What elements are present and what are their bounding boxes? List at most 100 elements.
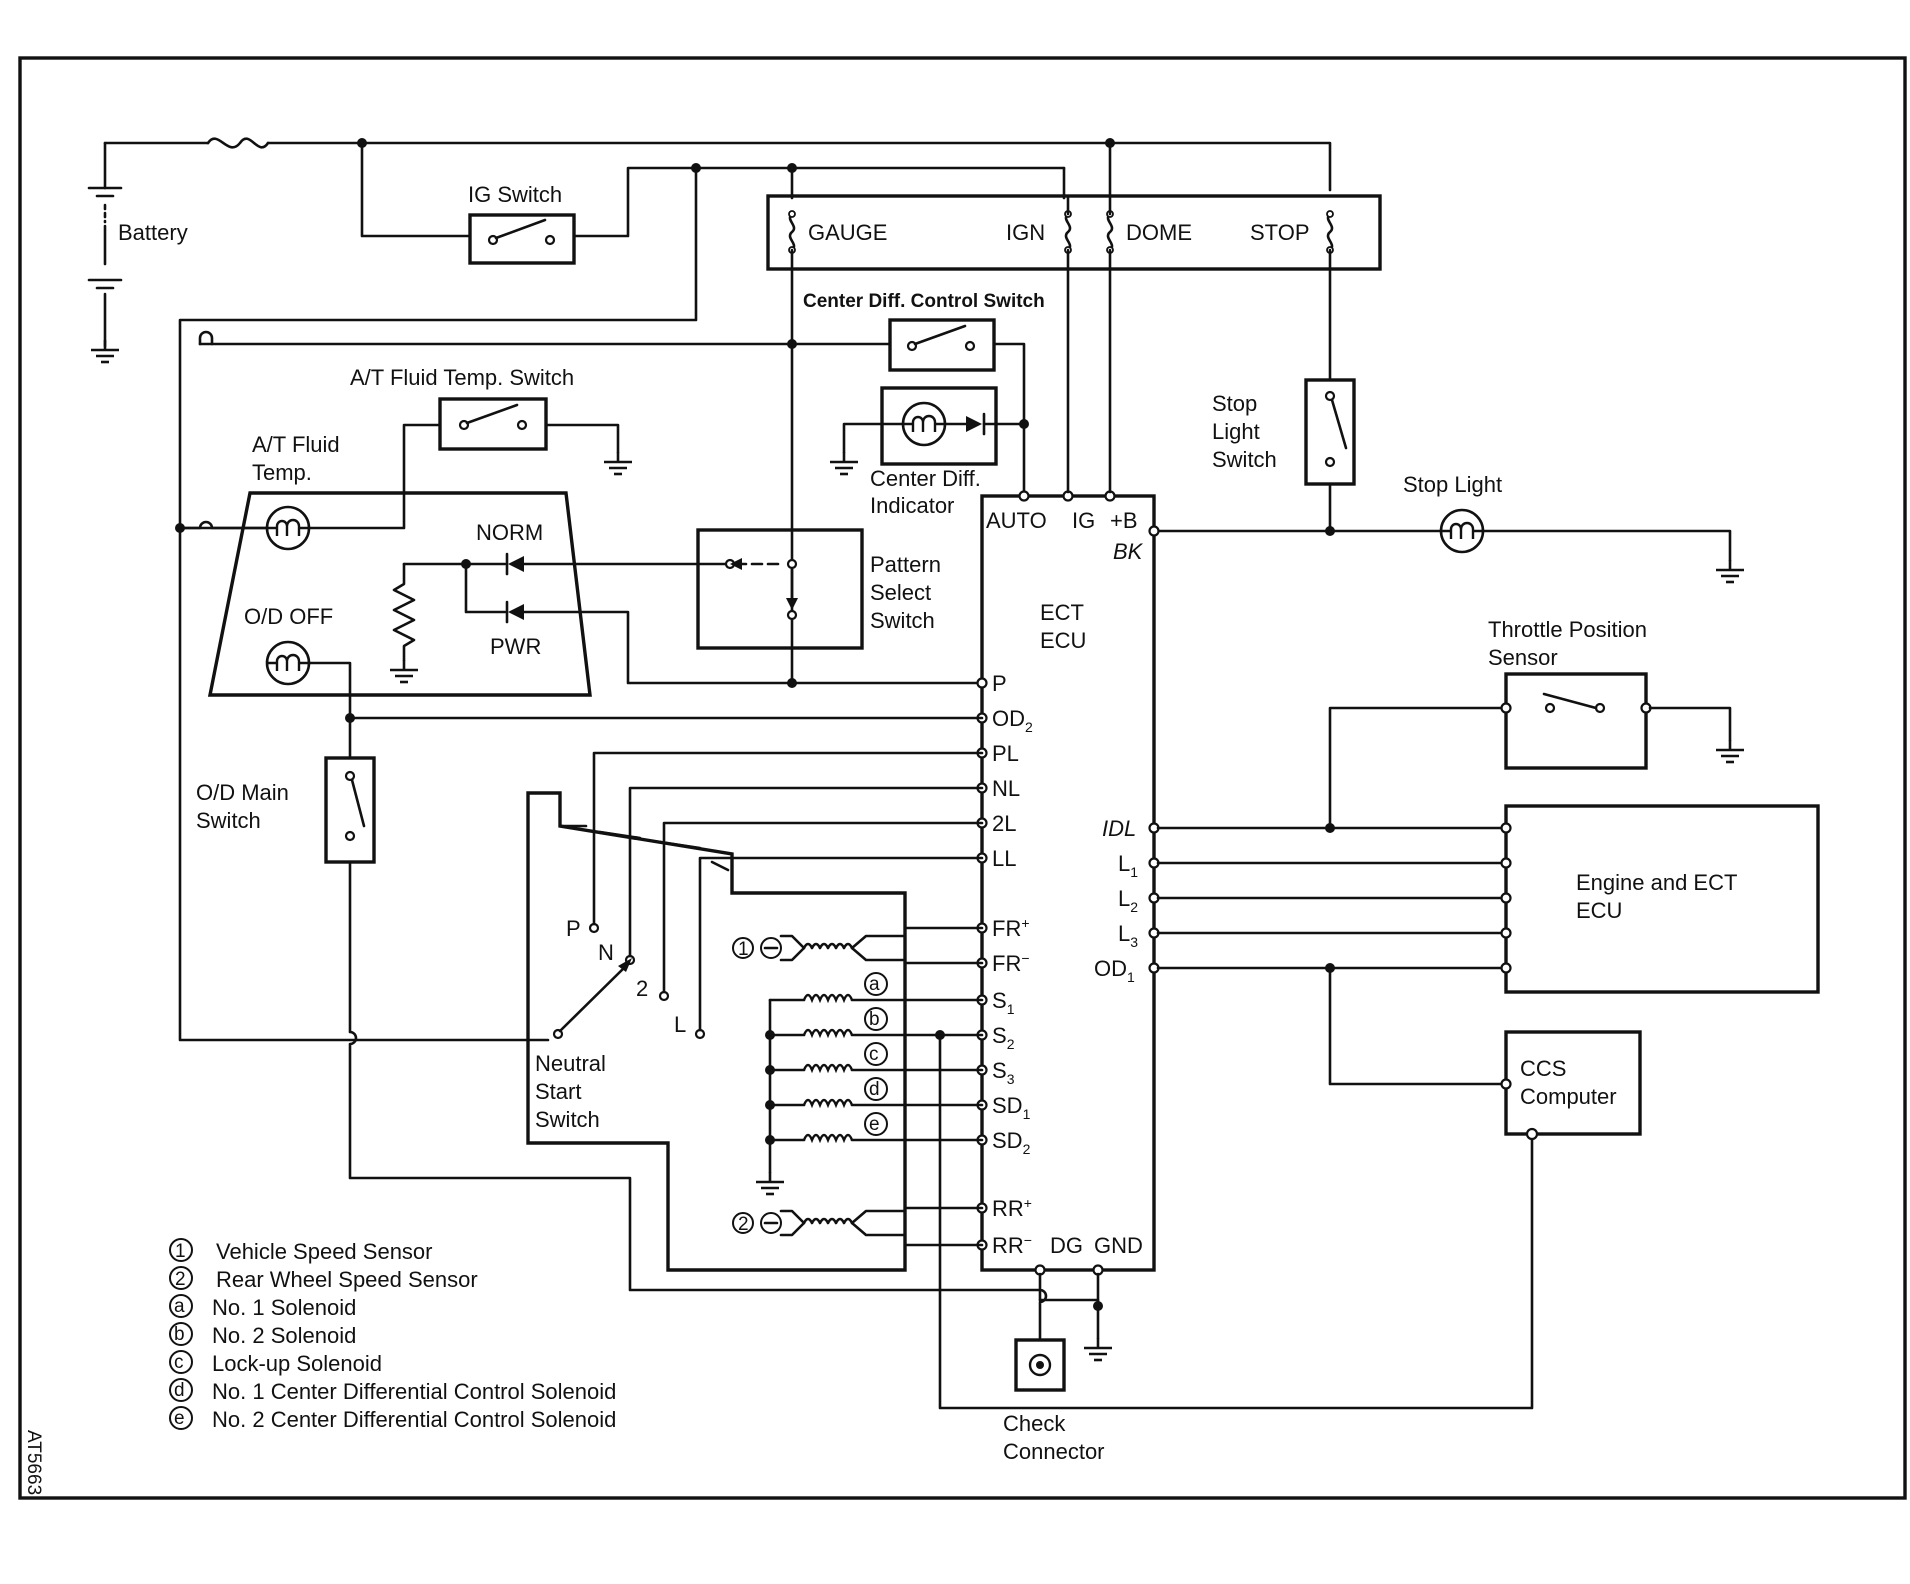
fuse-box <box>766 194 1382 271</box>
fuse-stop-icon <box>1325 209 1335 255</box>
ecu-terminal-s2: S2 <box>992 1023 1015 1052</box>
ecu-terminal-b: +B <box>1110 508 1138 533</box>
pwr-diode-icon <box>508 604 524 620</box>
at-fluid-temp-switch <box>438 397 548 451</box>
combination-meter <box>207 491 592 697</box>
fuse-dome-label: DOME <box>1126 220 1192 245</box>
svg-text:1: 1 <box>175 1241 186 1262</box>
svg-text:2: 2 <box>175 1269 186 1290</box>
rear-wheel-speed-sensor: 2 <box>732 1206 984 1247</box>
legend-item-1: Vehicle Speed Sensor <box>216 1239 433 1264</box>
ecu-terminal-od2: OD2 <box>992 706 1033 735</box>
battery-label: Battery <box>118 220 188 245</box>
ecu-terminal-l2: L2 <box>1118 886 1138 915</box>
solenoid-e: e <box>768 1112 984 1142</box>
ecu-terminal-l1: L1 <box>1118 851 1138 880</box>
fuse-gauge-label: GAUGE <box>808 220 887 245</box>
main-fuse <box>206 137 270 149</box>
svg-text:a: a <box>869 974 880 995</box>
shift-position-p: P <box>566 916 581 941</box>
check-connector <box>1014 1338 1066 1392</box>
at-fluid-temp-lamp-icon <box>265 505 311 551</box>
legend-item-c: Lock-up Solenoid <box>212 1351 382 1376</box>
legend-item-2: Rear Wheel Speed Sensor <box>216 1267 478 1292</box>
ecu-terminal-sd1: SD1 <box>992 1093 1031 1122</box>
svg-text:1: 1 <box>738 939 749 960</box>
svg-text:c: c <box>869 1044 879 1065</box>
neutral-start-switch-box <box>526 791 907 1272</box>
ecu-terminal-auto: AUTO <box>986 508 1047 533</box>
center-diff-control-switch-label: Center Diff. Control Switch <box>803 291 1045 312</box>
legend-item-d: No. 1 Center Differential Control Soleno… <box>212 1379 616 1404</box>
stop-light-label: Stop Light <box>1403 472 1502 497</box>
ig-switch-label: IG Switch <box>468 182 562 207</box>
center-diff-indicator-lamp-icon <box>901 401 947 447</box>
od-off-label: O/D OFF <box>244 604 333 629</box>
center-diff-indicator-line1: Center Diff. <box>870 466 981 491</box>
figure-code: AT5663 <box>23 1430 44 1495</box>
solenoid-c: c <box>768 1042 984 1072</box>
svg-text:d: d <box>869 1079 880 1100</box>
ecu-terminal-fr-plus: FR+ <box>992 915 1030 941</box>
solenoid-b: b <box>768 1007 984 1037</box>
legend: 1 Vehicle Speed Sensor 2 Rear Wheel Spee… <box>169 1238 616 1432</box>
ecu-terminal-pl: PL <box>992 741 1019 766</box>
od-off-lamp-icon <box>265 640 311 686</box>
legend-item-a: No. 1 Solenoid <box>212 1295 356 1320</box>
pattern-select-switch <box>696 528 864 650</box>
legend-item-e: No. 2 Center Differential Control Soleno… <box>212 1407 616 1432</box>
engine-ect-ecu-box <box>1504 804 1820 994</box>
ecu-terminal-fr-minus: FR− <box>992 950 1030 976</box>
svg-text:e: e <box>174 1408 185 1429</box>
ecu-terminal-od1: OD1 <box>1094 956 1135 985</box>
ecu-terminal-bk: BK <box>1113 539 1144 564</box>
fuse-dome-icon <box>1105 209 1115 255</box>
svg-text:c: c <box>174 1352 184 1373</box>
ecu-terminal-nl: NL <box>992 776 1020 801</box>
ecu-terminal-l3: L3 <box>1118 921 1138 950</box>
ecu-terminal-dg: DG <box>1050 1233 1083 1258</box>
shift-position-n: N <box>598 940 614 965</box>
center-diff-indicator-box <box>880 386 998 466</box>
shift-position-2: 2 <box>636 976 648 1001</box>
ecu-terminal-sd2: SD2 <box>992 1128 1031 1157</box>
center-diff-indicator-label: Center Diff. Indicator <box>870 466 987 518</box>
svg-text:b: b <box>869 1009 880 1030</box>
ecu-terminal-ll: LL <box>992 846 1016 871</box>
throttle-position-sensor <box>1504 672 1648 770</box>
battery-symbol <box>87 141 123 364</box>
ecu-terminal-idl: IDL <box>1102 816 1136 841</box>
solenoid-d: d <box>768 1077 984 1107</box>
ecu-terminal-rr-plus: RR+ <box>992 1195 1032 1221</box>
solenoid-a: a <box>768 972 984 1002</box>
ecu-terminal-p: P <box>992 671 1007 696</box>
at-fluid-temp-switch-label: A/T Fluid Temp. Switch <box>350 365 574 390</box>
fuse-ign-icon <box>1063 209 1073 255</box>
ecu-terminal-2l: 2L <box>992 811 1016 836</box>
legend-item-b: No. 2 Solenoid <box>212 1323 356 1348</box>
ig-switch <box>468 213 576 265</box>
svg-text:b: b <box>174 1324 185 1345</box>
norm-label: NORM <box>476 520 543 545</box>
svg-text:2: 2 <box>738 1214 749 1235</box>
shift-position-l: L <box>674 1012 686 1037</box>
center-diff-control-switch <box>888 318 996 372</box>
fuse-gauge-icon <box>787 209 797 255</box>
ecu-terminal-rr-minus: RR− <box>992 1232 1032 1258</box>
fuse-stop-label: STOP <box>1250 220 1310 245</box>
stop-light-lamp-icon <box>1439 508 1485 554</box>
svg-text:e: e <box>869 1114 880 1135</box>
vehicle-speed-sensor: 1 <box>732 926 984 965</box>
ecu-terminal-s3: S3 <box>992 1058 1015 1087</box>
ecu-terminal-gnd: GND <box>1094 1233 1143 1258</box>
